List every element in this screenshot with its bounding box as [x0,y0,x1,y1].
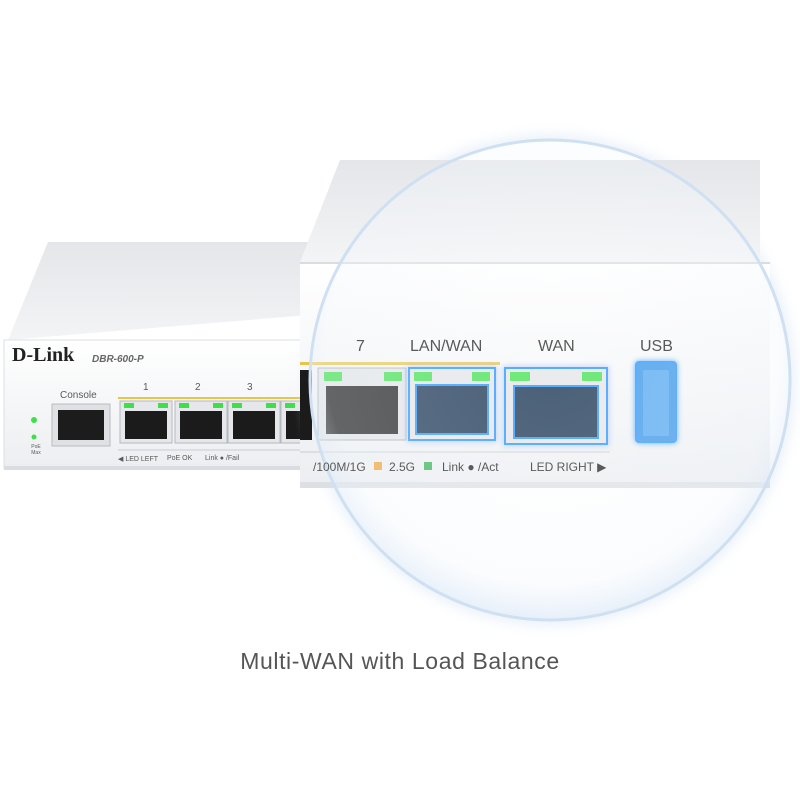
poe-ok-label: PoE OK [167,455,193,462]
port-number-2: 2 [195,382,201,393]
power-led [31,417,37,423]
power-led-label: PoE Max [31,444,41,456]
led-left-label: ◀ LED LEFT [118,456,159,463]
lan-wan-label: LAN/WAN [410,338,483,355]
led-right-label: LED RIGHT ▶ [530,460,607,474]
speed-25g-label: 2.5G [389,460,416,474]
usb-label: USB [640,338,673,355]
lens-rim [308,138,792,622]
small-ethernet-ports [119,400,322,444]
caption: Multi-WAN with Load Balance [240,648,560,674]
device-bottom-edge [4,466,349,470]
link-act-label: Link ● /Act [442,460,499,474]
port-strip-yellow [118,397,348,399]
model-label: DBR-600-P [92,354,144,365]
port-7-label: 7 [356,338,365,355]
port-number-3: 3 [247,382,253,393]
console-port-jack [58,410,104,440]
brand-logo-text: D-Link [12,344,75,366]
link-fail-label: Link ● /Fail [205,455,240,462]
port-number-1: 1 [143,382,149,393]
wan-label: WAN [538,338,575,355]
console-label: Console [60,390,97,401]
speed-legend-label: /100M/1G [313,460,366,474]
device-top-surface [8,242,345,340]
poe-max-led [31,434,37,440]
